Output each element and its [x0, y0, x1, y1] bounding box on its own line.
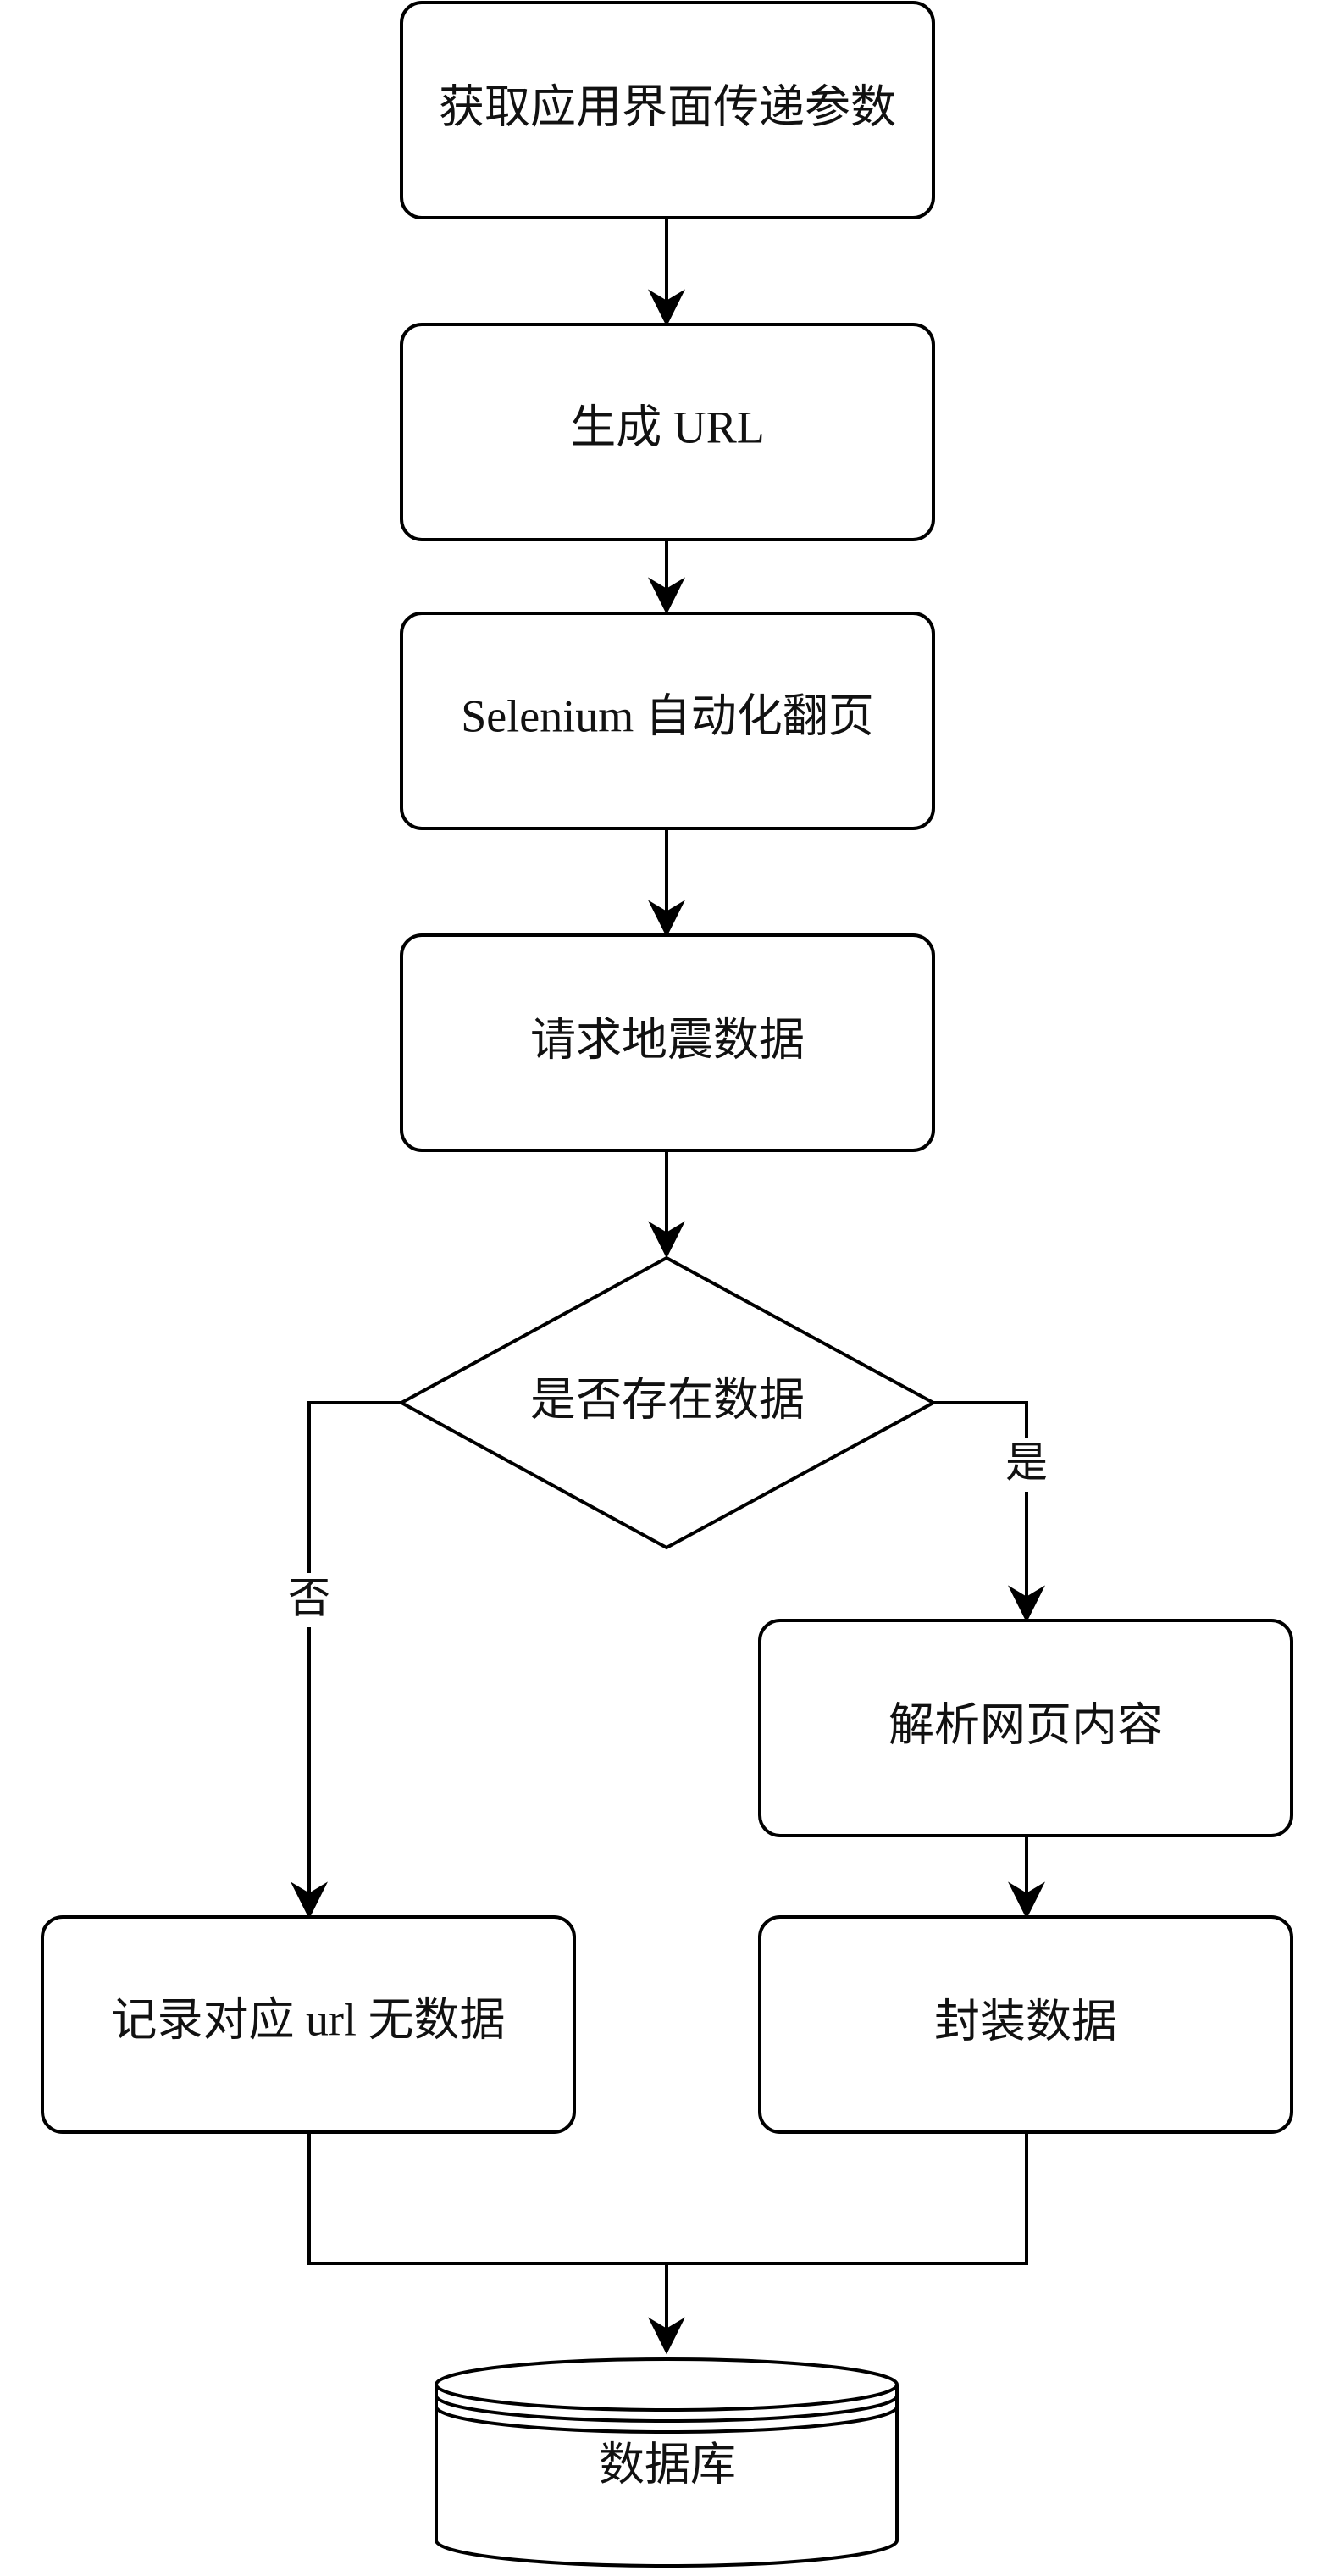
node-package-data-label: 封装数据: [934, 1995, 1117, 2048]
arrow-decision-no-to-record: [291, 1401, 401, 1920]
node-generate-url: 生成 URL: [400, 323, 935, 541]
node-parse-content: 解析网页内容: [758, 1619, 1293, 1837]
branch-label-yes-group: 是: [998, 1438, 1055, 1492]
branch-label-no: 否: [288, 1574, 330, 1623]
node-package-data: 封装数据: [758, 1915, 1293, 2134]
node-generate-url-label: 生成 URL: [570, 402, 765, 452]
node-selenium-paging: Selenium 自动化翻页: [400, 612, 935, 830]
arrow-decision-yes-to-parse: [933, 1401, 1045, 1623]
node-get-params-label: 获取应用界面传递参数: [439, 80, 896, 134]
node-record-no-data: 记录对应 url 无数据: [41, 1915, 576, 2134]
node-get-params: 获取应用界面传递参数: [400, 1, 935, 219]
node-record-no-data-label: 记录对应 url 无数据: [112, 1994, 506, 2045]
branch-label-yes: 是: [1005, 1438, 1048, 1487]
node-selenium-paging-label: Selenium 自动化翻页: [461, 690, 873, 741]
merge-line: [307, 2132, 1028, 2265]
node-parse-content-label: 解析网页内容: [888, 1698, 1163, 1752]
database-node: 数据库: [435, 2357, 899, 2568]
decision-has-data: 是否存在数据: [397, 1255, 938, 1550]
connectors: [291, 218, 1045, 2355]
database-label: 数据库: [599, 2438, 736, 2491]
decision-has-data-label: 是否存在数据: [530, 1373, 805, 1426]
node-request-quake-data: 请求地震数据: [400, 933, 935, 1152]
branch-label-no-group: 否: [280, 1573, 338, 1627]
node-request-quake-data-label: 请求地震数据: [530, 1013, 805, 1066]
